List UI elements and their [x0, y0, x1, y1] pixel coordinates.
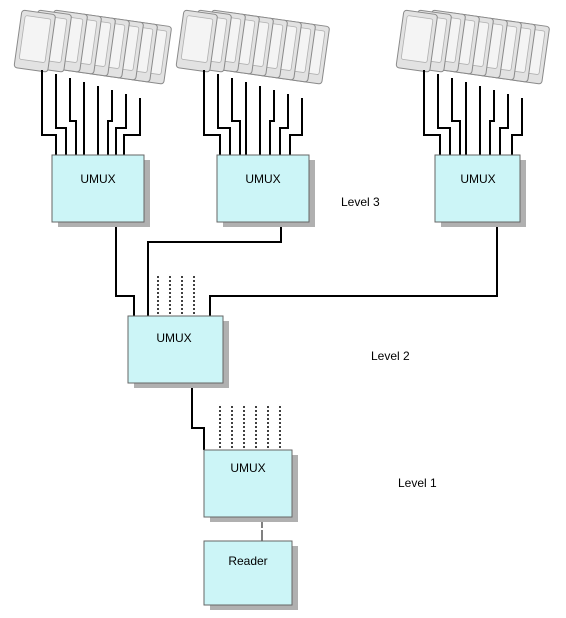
umux-level1: UMUX	[203, 449, 298, 522]
l1-unused-ports	[219, 406, 281, 450]
umux-level3-middle-label: UMUX	[245, 172, 280, 186]
level-1-label: Level 1	[398, 476, 437, 490]
l2-unused-ports	[157, 276, 195, 316]
tag-stack-left	[13, 9, 172, 85]
umux-level3-right-label: UMUX	[460, 172, 495, 186]
level-3-label: Level 3	[341, 195, 380, 209]
tag-stack-right	[395, 9, 550, 85]
link-l2-to-l1	[191, 382, 205, 450]
tag-stack-middle	[175, 9, 330, 85]
tag-wires-left	[41, 70, 141, 155]
umux-level3-left: UMUX	[51, 154, 150, 227]
umux-level2: UMUX	[127, 315, 229, 388]
umux-level2-label: UMUX	[156, 331, 191, 345]
link-l3-to-l2	[115, 220, 498, 316]
reader-box: Reader	[203, 540, 298, 610]
tag-wires-middle	[203, 70, 303, 155]
level-2-label: Level 2	[371, 349, 410, 363]
tag-wires-right	[423, 70, 523, 155]
umux-level1-label: UMUX	[230, 461, 265, 475]
umux-level3-middle: UMUX	[216, 154, 315, 227]
umux-level3-left-label: UMUX	[80, 172, 115, 186]
reader-label: Reader	[228, 554, 267, 568]
umux-level3-right: UMUX	[434, 154, 526, 227]
